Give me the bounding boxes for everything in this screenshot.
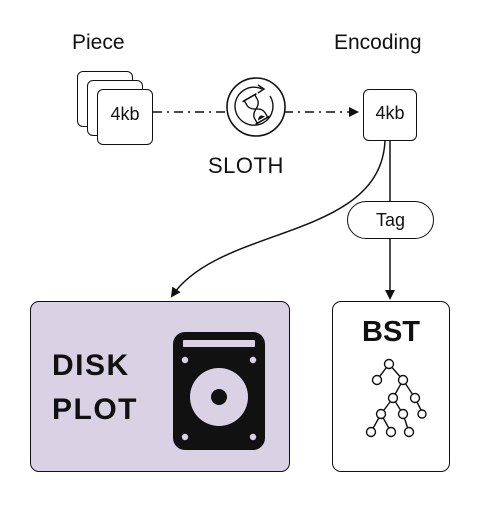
disk-plot-box: DISK PLOT [30,301,290,472]
piece-size-label: 4kb [110,104,140,124]
bst-box: BST [332,301,450,472]
tag-node: Tag [347,201,434,239]
encoding-label: Encoding [334,31,422,54]
disk-plot-title-line2: PLOT [52,393,138,426]
encoding-size-label: 4kb [375,103,405,123]
encoding-to-disk-arrow [170,140,386,298]
bst-title: BST [362,316,420,348]
hourglass-refresh-icon [226,77,286,137]
encoding-card: 4kb [363,89,417,141]
disk-plot-title-line1: DISK [52,349,130,382]
hard-drive-icon [173,332,265,450]
piece-label: Piece [72,31,125,54]
tag-label: Tag [375,210,406,230]
piece-card: 4kb [97,89,153,145]
sloth-label: SLOTH [208,153,284,178]
binary-tree-icon [365,358,427,438]
